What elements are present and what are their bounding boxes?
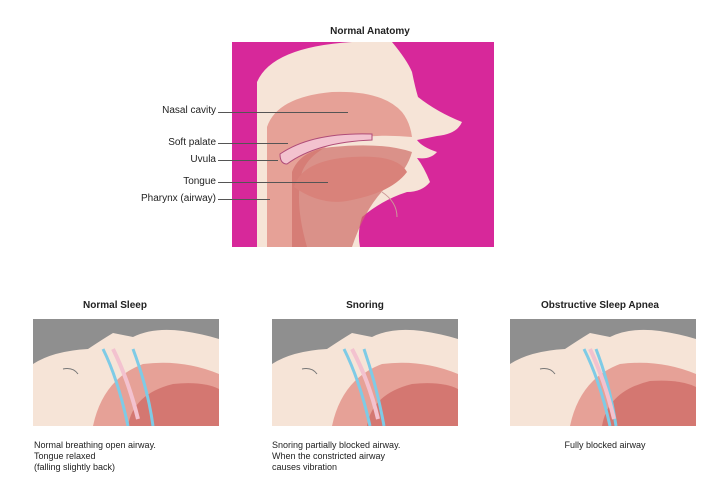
normal-caption-line-2: Tongue relaxed: [34, 451, 204, 462]
label-nasal-cavity: Nasal cavity: [120, 105, 216, 116]
snoring-illustration: [272, 319, 458, 426]
leader-uvula: [218, 160, 278, 161]
anatomy-title: Normal Anatomy: [300, 26, 440, 37]
leader-nasal-cavity: [218, 112, 348, 113]
normal-sleep-title: Normal Sleep: [45, 300, 185, 311]
osa-caption-line-1: Fully blocked airway: [520, 440, 690, 451]
label-pharynx: Pharynx (airway): [100, 193, 216, 204]
normal-sleep-caption: Normal breathing open airway. Tongue rel…: [34, 440, 204, 473]
leader-soft-palate: [218, 143, 288, 144]
normal-caption-line-1: Normal breathing open airway.: [34, 440, 204, 451]
label-uvula: Uvula: [120, 154, 216, 165]
label-soft-palate: Soft palate: [120, 137, 216, 148]
snoring-caption-line-1: Snoring partially blocked airway.: [272, 440, 442, 451]
leader-pharynx: [218, 199, 270, 200]
osa-illustration: [510, 319, 696, 426]
snoring-caption-line-2: When the constricted airway: [272, 451, 442, 462]
snoring-title: Snoring: [295, 300, 435, 311]
anatomy-illustration: [232, 42, 494, 247]
snoring-caption: Snoring partially blocked airway. When t…: [272, 440, 442, 473]
normal-caption-line-3: (falling slightly back): [34, 462, 204, 473]
label-tongue: Tongue: [120, 176, 216, 187]
normal-sleep-illustration: [33, 319, 219, 426]
leader-tongue: [218, 182, 328, 183]
osa-caption: Fully blocked airway: [520, 440, 690, 451]
osa-title: Obstructive Sleep Apnea: [510, 300, 690, 311]
snoring-caption-line-3: causes vibration: [272, 462, 442, 473]
